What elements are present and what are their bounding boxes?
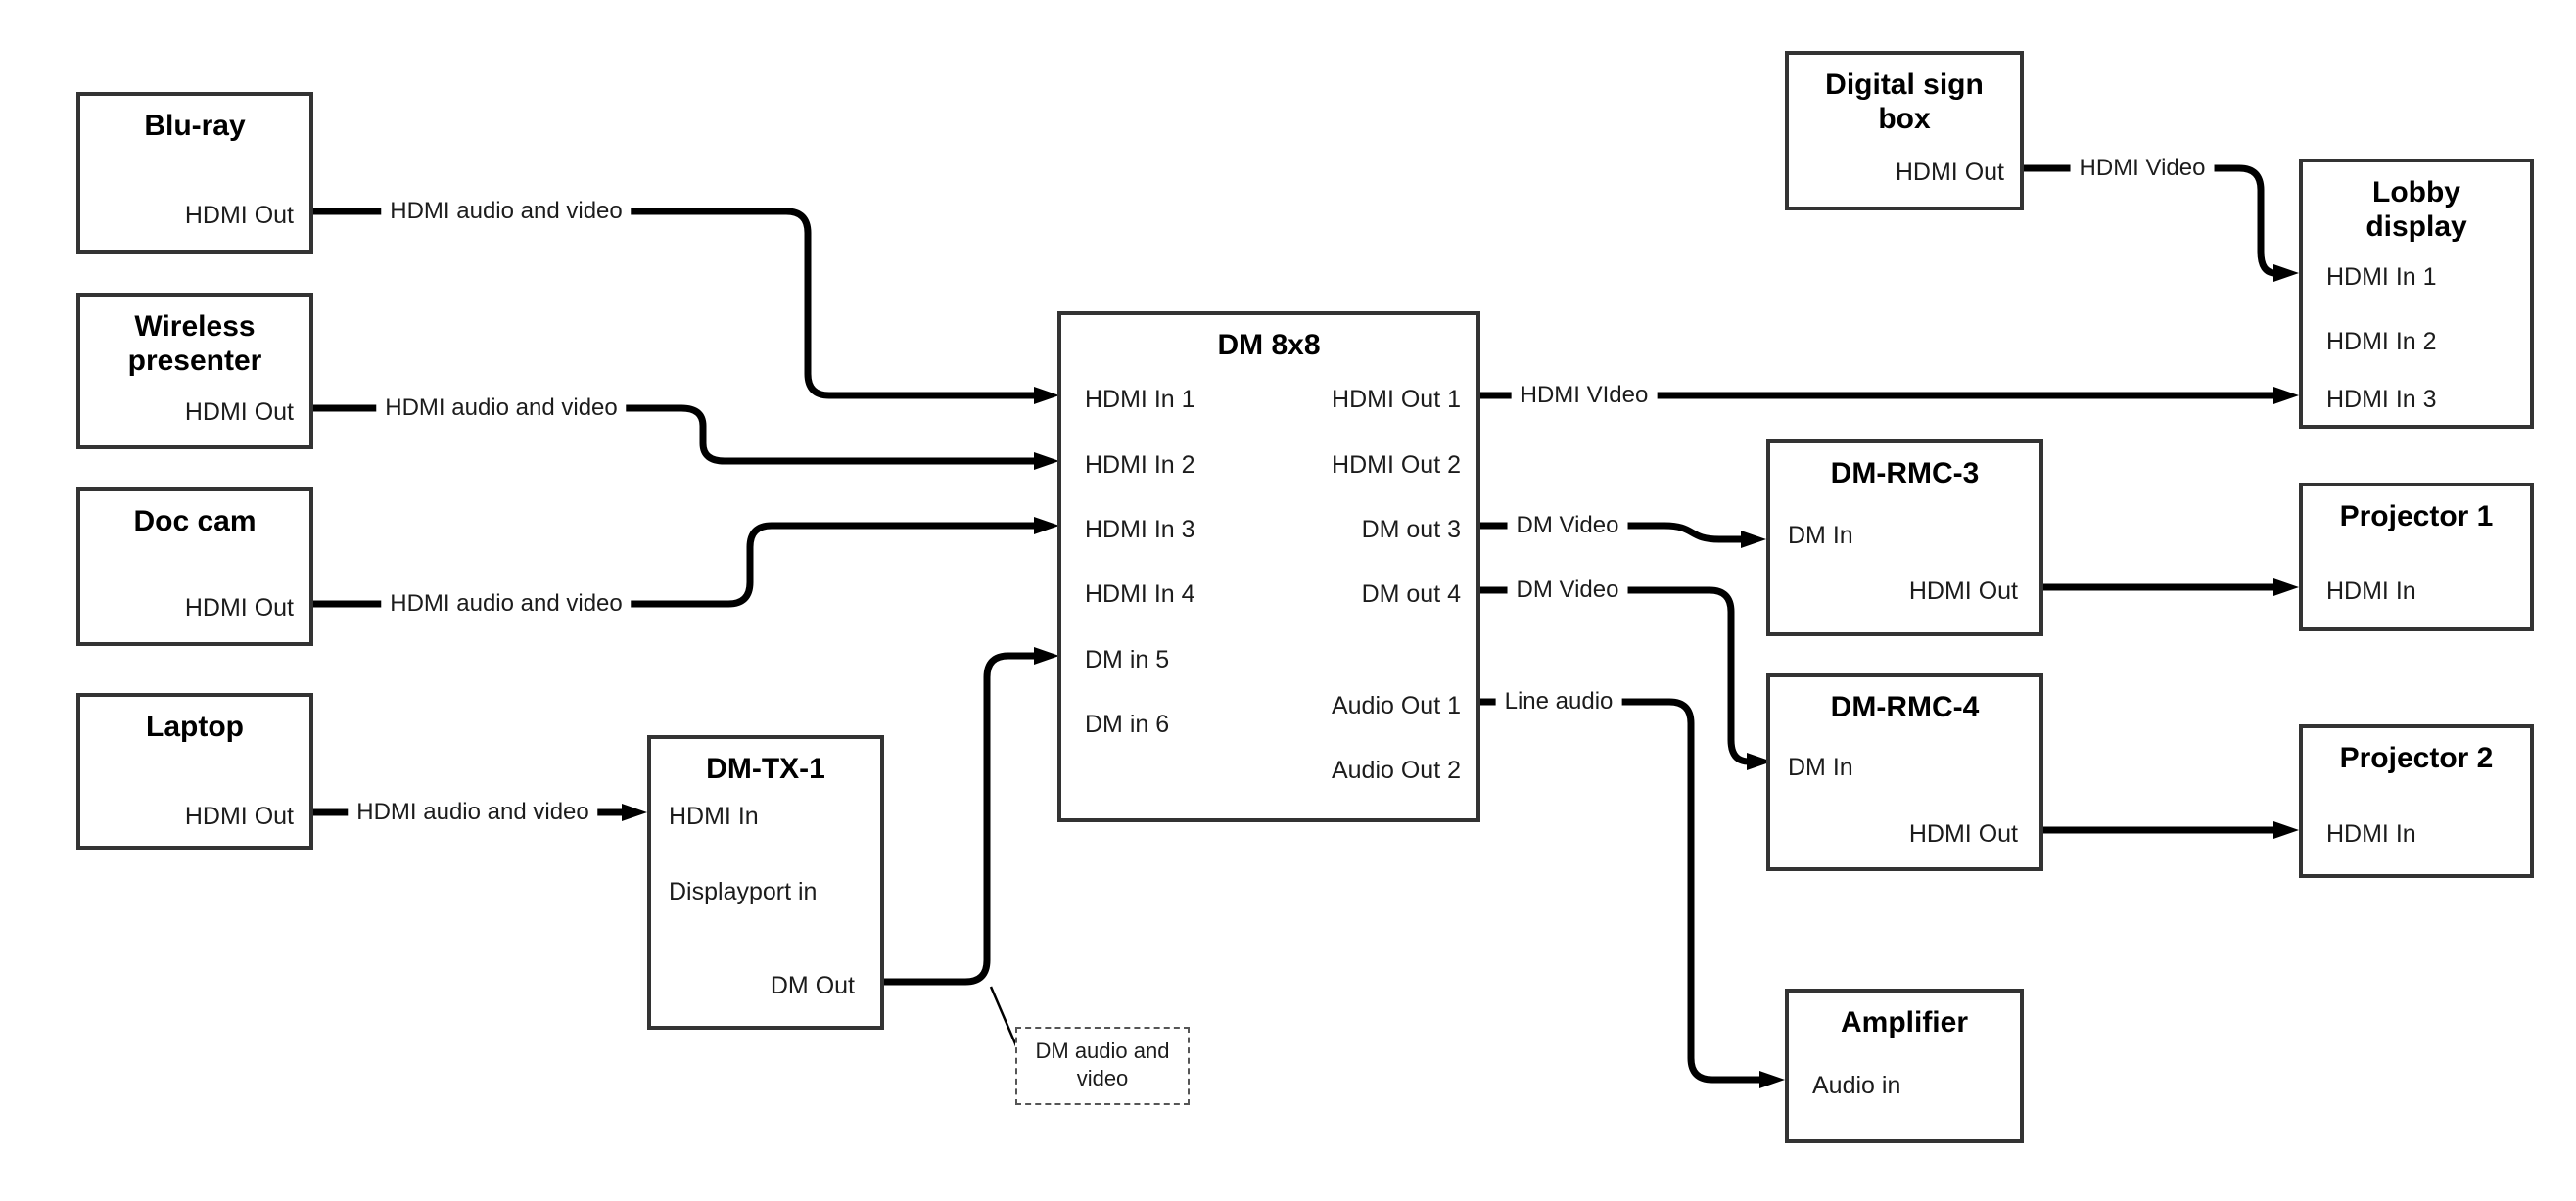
path-dm8x8-audio1-to-amplifier xyxy=(1480,698,1785,1088)
connection-label-line-audio: Line audio xyxy=(1495,687,1622,716)
port-dm8x8-audio-out-2: Audio Out 2 xyxy=(1331,757,1461,784)
path-doccam-to-dm8x8 xyxy=(313,517,1059,608)
port-dm8x8-dm-out-3: DM out 3 xyxy=(1361,516,1461,543)
node-title: Doc cam xyxy=(133,505,257,537)
port-dm8x8-hdmi-out-2: HDMI Out 2 xyxy=(1332,451,1461,479)
connection-label-laptop: HDMI audio and video xyxy=(348,798,598,827)
connection-label-bluray: HDMI audio and video xyxy=(381,197,632,226)
path-digitalsign-to-lobby xyxy=(2024,164,2299,282)
port-dmtx1-displayport-in: Displayport in xyxy=(669,878,818,905)
port-dm8x8-hdmi-in-2: HDMI In 2 xyxy=(1085,451,1195,479)
port-lobby-hdmi-in-1: HDMI In 1 xyxy=(2326,263,2437,291)
port-dm8x8-hdmi-out-1: HDMI Out 1 xyxy=(1332,386,1461,413)
connection-label-hdmi-video-out1: HDMI VIdeo xyxy=(1511,381,1658,410)
node-laptop: Laptop HDMI Out xyxy=(76,693,313,850)
port-dm8x8-hdmi-in-3: HDMI In 3 xyxy=(1085,516,1195,543)
node-title: Projector 1 xyxy=(2339,500,2494,532)
connection-label-doccam: HDMI audio and video xyxy=(381,589,632,619)
port-doccam-hdmi-out: HDMI Out xyxy=(184,594,294,622)
node-digital-sign-box: Digital sign box HDMI Out xyxy=(1785,51,2024,210)
node-title: DM-RMC-4 xyxy=(1830,691,1980,723)
connection-label-digitalsign: HDMI Video xyxy=(2070,154,2215,183)
node-title: Amplifier xyxy=(1840,1006,1969,1039)
node-dm-rmc-4: DM-RMC-4 DM In HDMI Out xyxy=(1766,673,2043,871)
path-dmtx1-to-dm8x8 xyxy=(884,647,1059,986)
dm-audio-video-note: DM audio and video xyxy=(1015,1027,1190,1105)
port-amplifier-audio-in: Audio in xyxy=(1812,1072,1901,1099)
port-lobby-hdmi-in-3: HDMI In 3 xyxy=(2326,386,2437,413)
port-dm8x8-hdmi-in-1: HDMI In 1 xyxy=(1085,386,1195,413)
connection-label-dm-video-out4: DM Video xyxy=(1507,576,1628,605)
port-dm8x8-audio-out-1: Audio Out 1 xyxy=(1331,692,1461,719)
port-projector2-hdmi-in: HDMI In xyxy=(2326,820,2416,848)
node-amplifier: Amplifier Audio in xyxy=(1785,989,2024,1143)
node-lobby-display: Lobby display HDMI In 1 HDMI In 2 HDMI I… xyxy=(2299,159,2534,429)
node-title: Blu-ray xyxy=(144,110,246,142)
path-dm8x8-out4-to-dmrmc4 xyxy=(1480,586,1772,770)
connection-label-wireless: HDMI audio and video xyxy=(376,393,627,423)
port-dmrmc4-hdmi-out: HDMI Out xyxy=(1908,820,2018,848)
port-dm8x8-dm-in-5: DM in 5 xyxy=(1085,646,1170,673)
node-title: Wireless presenter xyxy=(127,310,262,377)
path-wireless-to-dm8x8 xyxy=(313,404,1059,470)
port-dmrmc3-dm-in: DM In xyxy=(1788,522,1853,549)
node-title: Laptop xyxy=(146,711,244,743)
node-projector-2: Projector 2 HDMI In xyxy=(2299,724,2534,878)
node-dm-tx-1: DM-TX-1 HDMI In Displayport in DM Out xyxy=(647,735,884,1030)
node-title: DM-TX-1 xyxy=(706,753,825,785)
port-dm8x8-hdmi-in-4: HDMI In 4 xyxy=(1085,580,1195,608)
node-projector-1: Projector 1 HDMI In xyxy=(2299,483,2534,631)
port-lobby-hdmi-in-2: HDMI In 2 xyxy=(2326,328,2437,355)
port-dm8x8-dm-out-4: DM out 4 xyxy=(1361,580,1461,608)
path-bluray-to-dm8x8 xyxy=(313,208,1059,404)
node-title: Projector 2 xyxy=(2339,742,2494,774)
node-wireless-presenter: Wireless presenter HDMI Out xyxy=(76,293,313,449)
node-dm-8x8: DM 8x8 HDMI In 1 HDMI In 2 HDMI In 3 HDM… xyxy=(1057,311,1480,822)
port-laptop-hdmi-out: HDMI Out xyxy=(184,803,294,830)
port-dm8x8-dm-in-6: DM in 6 xyxy=(1085,711,1170,738)
port-dmtx1-hdmi-in: HDMI In xyxy=(669,803,759,830)
port-dmtx1-dm-out: DM Out xyxy=(770,972,855,999)
node-title: Lobby display xyxy=(2365,176,2467,243)
port-projector1-hdmi-in: HDMI In xyxy=(2326,577,2416,605)
node-dm-rmc-3: DM-RMC-3 DM In HDMI Out xyxy=(1766,439,2043,636)
node-title: DM-RMC-3 xyxy=(1830,457,1980,489)
port-digitalsign-hdmi-out: HDMI Out xyxy=(1895,159,2004,186)
node-doc-cam: Doc cam HDMI Out xyxy=(76,487,313,646)
node-title: DM 8x8 xyxy=(1217,329,1321,361)
port-bluray-hdmi-out: HDMI Out xyxy=(184,202,294,229)
port-dmrmc4-dm-in: DM In xyxy=(1788,754,1853,781)
path-dm8x8-out3-to-dmrmc3 xyxy=(1480,522,1766,548)
port-dmrmc3-hdmi-out: HDMI Out xyxy=(1908,577,2018,605)
node-title: Digital sign box xyxy=(1825,69,1984,135)
connection-label-dm-video-out3: DM Video xyxy=(1507,511,1628,540)
port-wireless-hdmi-out: HDMI Out xyxy=(184,398,294,426)
node-bluray: Blu-ray HDMI Out xyxy=(76,92,313,254)
